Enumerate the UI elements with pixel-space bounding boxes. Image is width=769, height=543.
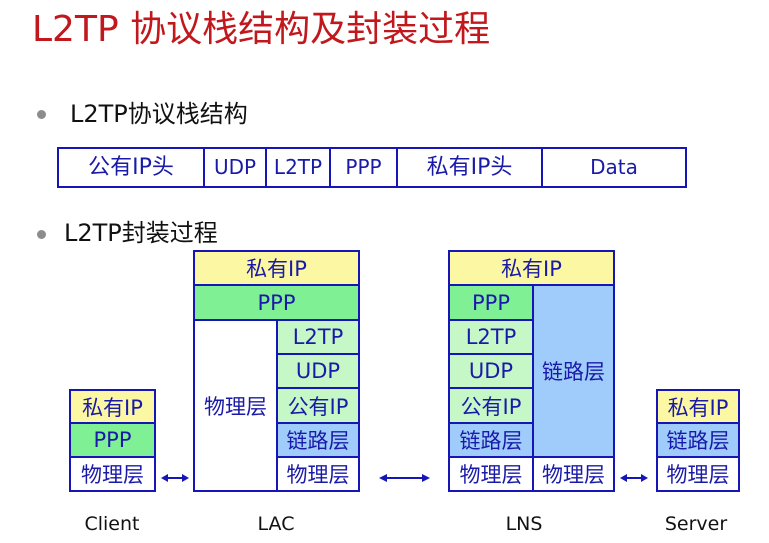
field-public-ip-header: 公有IP头 [88, 155, 174, 180]
client-private-ip-layer: 私有IP [69, 389, 156, 424]
l2tp-header-structure: 公有IP头 UDP L2TP PPP 私有IP头 Data [57, 147, 687, 188]
field-private-ip-header: 私有IP头 [396, 149, 541, 186]
lns-l2tp-layer: L2TP [448, 319, 534, 355]
field-l2tp: L2TP [265, 149, 329, 186]
lns-link-layer-server-side: 链路层 [532, 284, 615, 458]
bullet-encapsulation: L2TP封装过程 [64, 219, 218, 247]
client-label: Client [84, 513, 140, 535]
lns-private-ip-layer: 私有IP [448, 250, 615, 286]
server-link-layer: 链路层 [656, 422, 740, 458]
field-udp: UDP [203, 149, 265, 186]
bullet-protocol-stack: L2TP协议栈结构 [70, 100, 248, 128]
lac-ppp-layer: PPP [193, 284, 360, 321]
lac-label: LAC [257, 513, 295, 535]
lns-label: LNS [505, 513, 543, 535]
server-private-ip-layer: 私有IP [656, 389, 740, 424]
bullet-dot [37, 230, 46, 239]
field-data: Data [541, 149, 685, 186]
server-label: Server [664, 513, 728, 535]
lac-physical-layer-client-side: 物理层 [193, 319, 278, 492]
lns-physical-layer-server-side: 物理层 [532, 456, 615, 492]
lns-physical-layer-tunnel-side: 物理层 [448, 456, 534, 492]
lac-physical-layer-tunnel-side: 物理层 [276, 456, 360, 492]
client-lac-arrow [161, 474, 189, 482]
page-title: L2TP 协议栈结构及封装过程 [32, 9, 491, 50]
lns-server-arrow [620, 474, 648, 482]
lac-link-layer: 链路层 [276, 422, 360, 458]
bullet-dot [37, 110, 46, 119]
server-physical-layer: 物理层 [656, 456, 740, 492]
lns-public-ip-layer: 公有IP [448, 387, 534, 424]
lns-ppp-layer: PPP [448, 284, 534, 321]
field-ppp: PPP [329, 149, 396, 186]
lac-lns-arrow [379, 474, 430, 482]
client-physical-layer: 物理层 [69, 456, 156, 492]
